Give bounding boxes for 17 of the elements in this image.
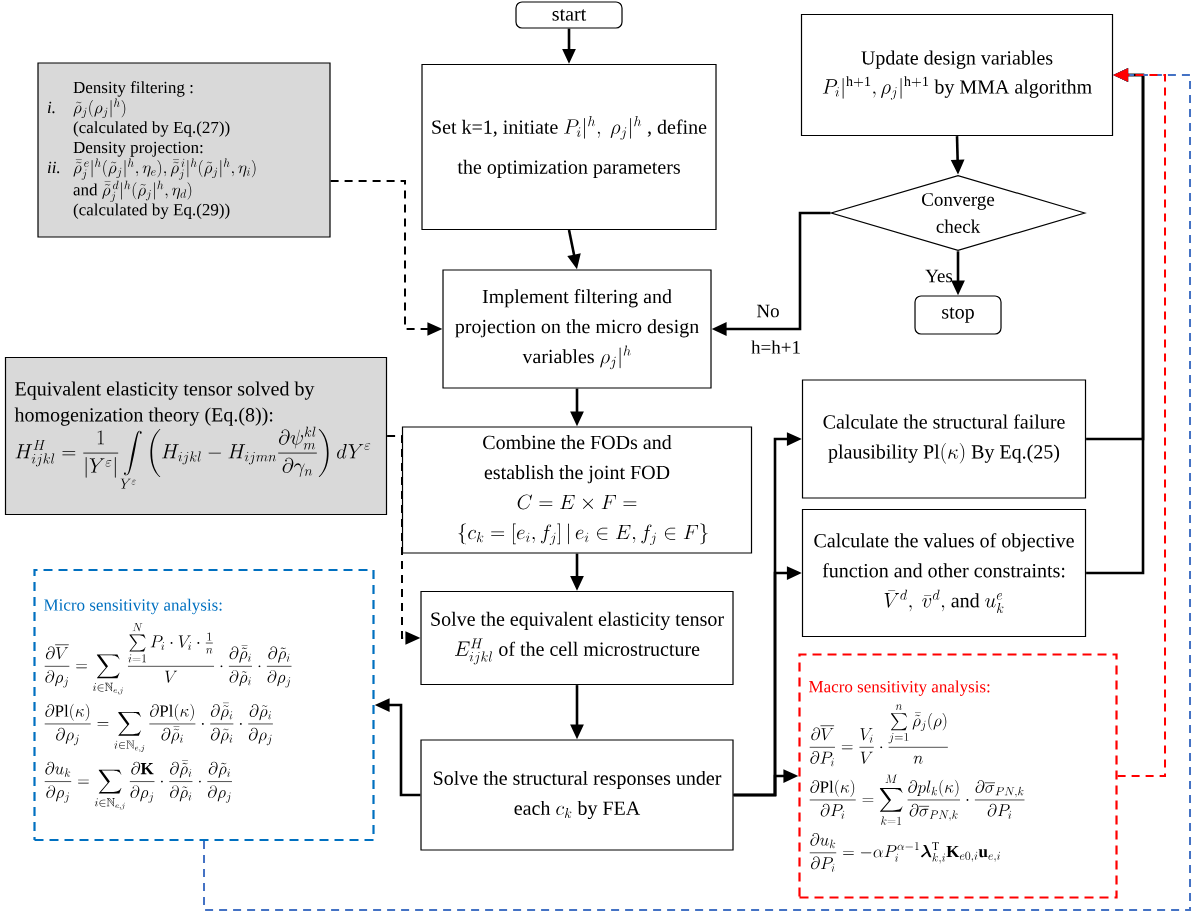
sensitivity-panel: Micro sensitivity analysis: $\frac{\partial\overline{V}}{\partial\rho_j}=\sum_{i\in\mathbb{N}_{e,j}}\frac{\sum\limits_{i=1}^{N}P_i\cdot V_i\cdot\frac{1}{n}}{V}\cdot\frac{\partial\bar{\tilde{\rho}}_i}{\partial\tilde{\rho}_i}\cdot\frac{\partial\tilde{\rho}_i}{\partial\rho_j}$ $\frac{\partial\mathrm{Pl}(\kappa)}{\partial\rho_j}=\sum_{i\in\mathbb{N}_{e,j}}\frac{\partial\mathrm{Pl}(\kappa)}{\partial\bar{\tilde{\rho}}_i}\cdot\frac{\partial\bar{\tilde{\rho}}_i}{\partial\tilde{\rho}_i}\cdot\frac{\partial\tilde{\rho}_i}{\partial\rho_j}$ $\frac{\partial u_k}{\partial\rho_j}=\sum_{i\in\mathbb{N}_{e,j}}\frac{\partial\mathbf{K}}{\partial\rho_j}\cdot\frac{\partial\bar{\tilde{\rho}}_i}{\partial\tilde{\rho}_i}\cdot\frac{\partial\tilde{\rho}_i}{\partial\rho_j}$ — [33, 568, 375, 842]
end-terminal: stop — [914, 295, 1002, 335]
process-box: Calculate the values of objective function and other constraints: $\bar{V}^d,\ \bar{v}^d,$ and $u_k^e$ — [801, 508, 1087, 638]
process-box: Calculate the structural failure plausibility $\mathrm{Pl}(\kappa)$ By Eq.(25) — [801, 379, 1087, 499]
iteration-label: h=h+1 — [751, 340, 800, 354]
process-box: Implement filtering and projection on the micro design variables $\rho_j|^h$ — [442, 269, 712, 389]
info-box: Density filtering : i. $\tilde{\rho}_j(\rho_j|^h)$ (calculated by Eq.(27)) Density projection: ii. $\bar{\tilde{\rho}}_j^{\,e}|^h(\tilde{\rho}_j|^h,\eta_e),\bar{\tilde{\rho}}_j^{\,i}|^h(\tilde{\rho}_j|^h,\eta_i)$ and $\bar{\tilde{\rho}}_j^{\,d}|^h(\tilde{\rho}_j|^h,\eta_d)$ (calculated by Eq.(29)) — [37, 62, 331, 238]
process-box: Combine the FODs and establish the joint FOD $C=E\times F=\left\{c_k=[e_i,f_j]\,\middle|\,e_i\in E,f_j\in F\right\}$ — [401, 426, 753, 554]
process-box: Solve the structural responses under each $c_k$ by FEA — [420, 739, 734, 851]
process-box: Solve the equivalent elasticity tensor $E_{ijkl}^H$ of the cell microstructure — [420, 590, 734, 686]
process-box: Set k=1, initiate $P_i|^h,\ \rho_j|^h$ , define the optimization parameters — [421, 63, 717, 231]
start-terminal: start — [515, 1, 623, 29]
edge-label: Yes — [925, 269, 953, 283]
sensitivity-panel: Macro sensitivity analysis: $\frac{\partial\overline{V}}{\partial P_i}=\frac{V_i}{V}\cdot\frac{\sum\limits_{j=1}^{n}\bar{\tilde{\rho}}_j(\rho)}{n}$ $\frac{\partial\mathrm{Pl}(\kappa)}{\partial P_i}=\sum_{k=1}^{M}\frac{\partial pl_k(\kappa)}{\partial\overline{\sigma}_{PN,k}}\cdot\frac{\partial\overline{\sigma}_{PN,k}}{\partial P_i}$ $\frac{\partial u_k}{\partial P_i}=-\alpha P_i^{\alpha-1}\boldsymbol{\lambda}_{k,i}^{\mathrm{T}}\mathbf{K}_{e0,i}\mathbf{u}_{e,i}$ — [798, 653, 1118, 899]
info-box: Equivalent elasticity tensor solved by homogenization theory (Eq.(8)): $H_{ijkl}^H=\frac{1}{|Y^\varepsilon|}\int\limits_{Y^\varepsilon}\left(H_{ijkl}-H_{ijmn}\frac{\partial\psi_m^{kl}}{\partial\gamma_n}\right)dY^\varepsilon$ — [4, 356, 388, 516]
process-box: Update design variables $P_i|^{\mathrm{h+1}},\rho_j|^{\mathrm{h+1}}$ by MMA algorithm — [800, 13, 1114, 137]
edge-label: No — [756, 304, 779, 318]
